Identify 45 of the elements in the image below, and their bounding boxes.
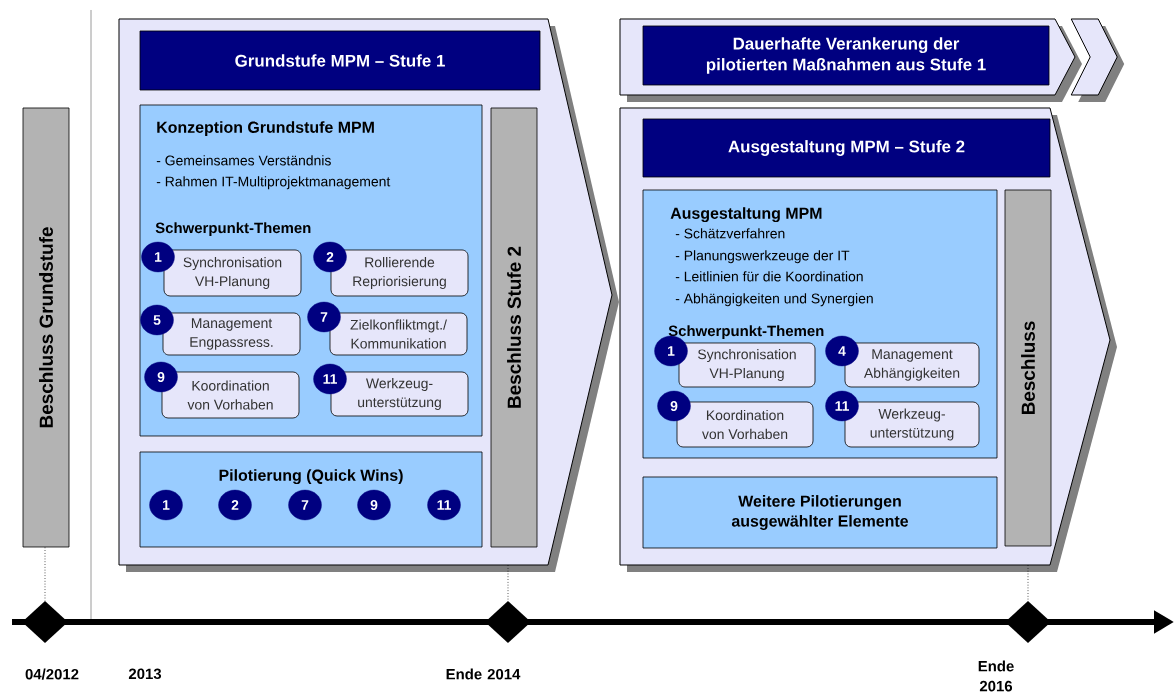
bullet-item: - Planungswerkzeuge der IT — [675, 250, 850, 264]
year-label: 2013 — [128, 668, 162, 680]
date-label: Ende 2016 — [978, 660, 1014, 692]
bullet-item: - Gemeinsames Verständnis — [156, 155, 331, 166]
number-badge: 9 — [657, 390, 691, 422]
number-badge: 4 — [825, 335, 859, 367]
chevron-arrow — [1070, 18, 1125, 102]
topic-box: Zielkonfliktmgt./ Kommunikation — [329, 312, 468, 356]
box-heading: Pilotierung (Quick Wins) — [219, 469, 403, 485]
milestone-diamond — [22, 601, 68, 643]
number-badge: 9 — [144, 361, 178, 393]
date-label: Ende 2014 — [446, 668, 521, 680]
number-badge: 11 — [825, 390, 859, 422]
heading-band: Ausgestaltung MPM – Stufe 2 — [642, 118, 1051, 178]
number-badge: 11 — [427, 489, 461, 521]
number-badge: 7 — [307, 301, 341, 333]
number-badge: 1 — [141, 241, 175, 273]
box-heading: Konzeption Grundstufe MPM — [157, 121, 374, 137]
decision-bar: Beschluss — [1004, 189, 1052, 547]
date-label: 04/2012 — [25, 668, 79, 680]
heading-band: Grundstufe MPM – Stufe 1 — [139, 30, 541, 91]
bullet-item: - Leitlinien für die Koordination — [675, 271, 863, 282]
bullet-item: - Schätzverfahren — [675, 228, 785, 239]
heading-band: Dauerhafte Verankerung der pilotierten Maßnahmen aus Stufe 1 — [642, 25, 1050, 86]
content-box: Weitere Pilotierungen ausgewählter Elemente — [642, 476, 998, 549]
number-badge: 7 — [288, 489, 322, 521]
number-badge: 1 — [654, 335, 688, 367]
topic-box: Management Engpassress. — [162, 312, 301, 356]
number-badge: 5 — [140, 304, 174, 336]
topic-box: Synchronisation VH-Planung — [163, 249, 302, 297]
box-heading: Ausgestaltung MPM — [670, 207, 822, 223]
number-badge: 2 — [218, 489, 252, 521]
decision-bar: Beschluss Stufe 2 — [490, 107, 538, 548]
number-badge: 2 — [313, 241, 347, 273]
milestone-diamond — [485, 601, 531, 643]
box-heading: Schwerpunkt-Themen — [155, 222, 311, 237]
number-badge: 1 — [149, 489, 183, 521]
milestone-diamond — [1005, 601, 1051, 643]
bullet-item: - Abhängigkeiten und Synergien — [675, 293, 873, 307]
number-badge: 11 — [313, 363, 347, 395]
topic-box: Synchronisation VH-Planung — [678, 342, 816, 388]
dotted-line — [44, 547, 46, 602]
number-badge: 9 — [357, 489, 391, 521]
bullet-item: - Rahmen IT-Multiprojektmanagement — [156, 176, 391, 190]
decision-bar: Beschluss Grundstufe — [22, 107, 70, 548]
